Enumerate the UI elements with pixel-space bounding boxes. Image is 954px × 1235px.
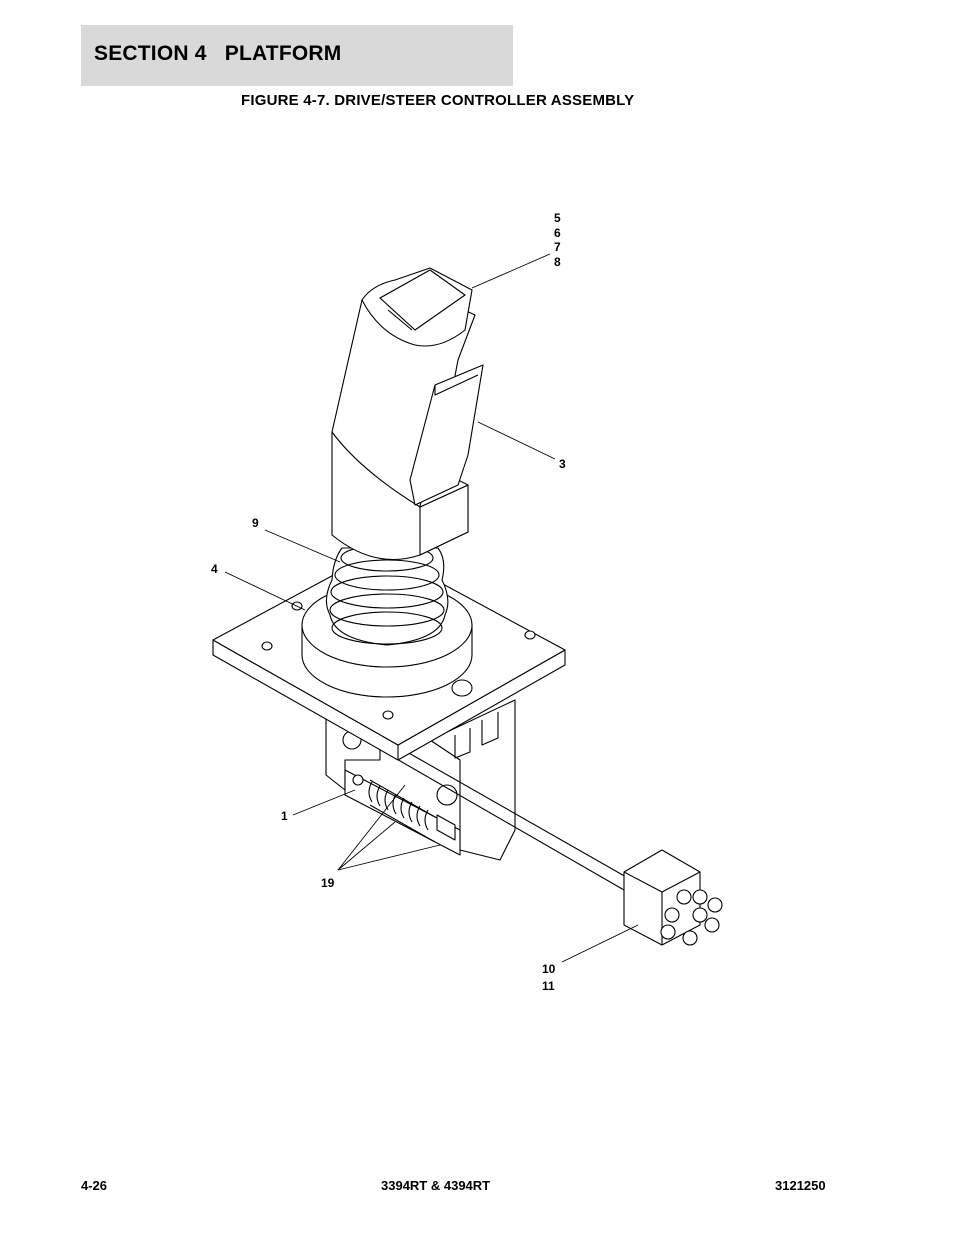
cable [394,747,629,891]
page-number: 4-26 [81,1178,108,1193]
leader-lines [224,253,639,963]
connector-block [623,849,723,946]
callout-5: 5 [554,211,561,225]
spring-assembly [344,769,461,856]
document-number: 3121250 [775,1178,826,1193]
callout-1: 1 [281,809,288,823]
callout-3: 3 [559,457,566,471]
figure-title: FIGURE 4-7. DRIVE/STEER CONTROLLER ASSEM… [241,92,635,109]
model-label: 3394RT & 4394RT [381,1178,491,1193]
bellows-boot [325,544,449,646]
callout-8: 8 [554,255,561,269]
section-title: SECTION 4 PLATFORM [94,42,342,65]
callouts: 5 6 7 8 3 9 4 1 19 10 11 [211,211,566,993]
callout-6: 6 [554,226,561,240]
callout-4: 4 [211,562,218,576]
callout-11: 11 [542,979,555,993]
callout-7: 7 [554,240,561,254]
section-header: SECTION 4 PLATFORM [81,25,513,86]
joystick-handle [331,267,484,561]
callout-9: 9 [252,516,259,530]
callout-19: 19 [321,876,335,890]
callout-10: 10 [542,962,556,976]
